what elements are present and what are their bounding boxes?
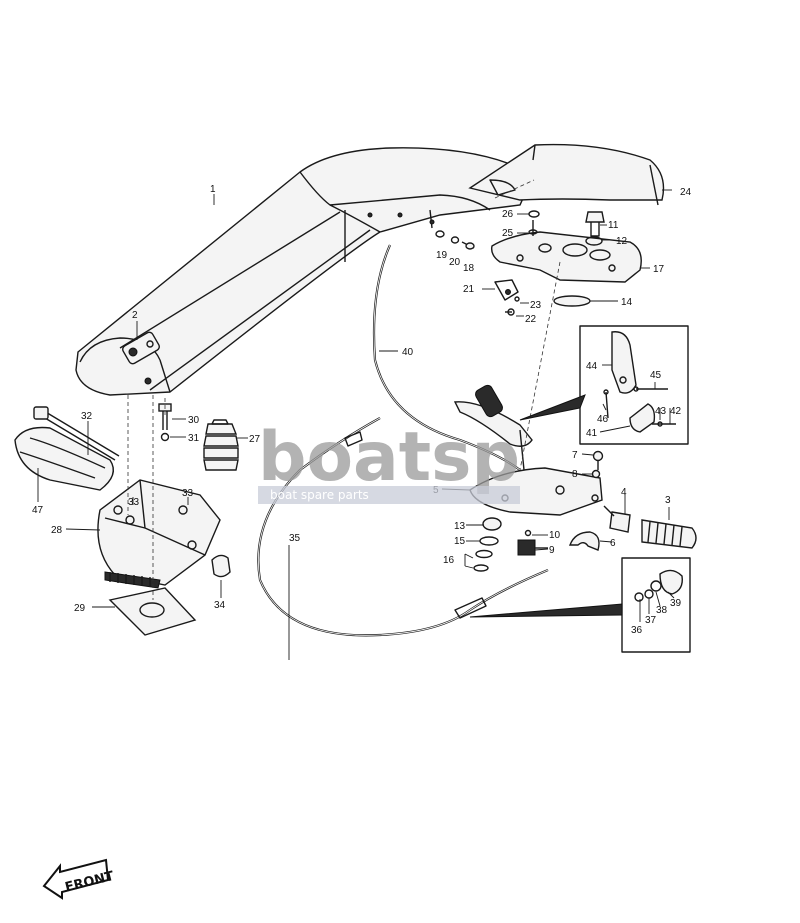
watermark: boatsp boat spare parts	[258, 418, 520, 504]
fasteners-13-15-16	[473, 517, 502, 572]
callout-40: 40	[402, 347, 414, 358]
callout-41: 41	[586, 428, 598, 439]
callout-24: 24	[680, 187, 692, 198]
callout-13: 13	[454, 521, 466, 532]
callout-1: 1	[210, 184, 216, 195]
washer-12	[585, 236, 603, 246]
callout-25: 25	[502, 228, 514, 239]
bellows-27	[203, 419, 239, 471]
watermark-tagline: boat spare parts	[270, 488, 369, 502]
callout-9: 9	[549, 545, 555, 556]
callout-30: 30	[188, 415, 200, 426]
pole-end-cover	[468, 143, 665, 206]
spacer-4	[603, 505, 631, 533]
callout-21: 21	[463, 284, 475, 295]
callout-44: 44	[586, 361, 598, 372]
collar-6	[568, 531, 600, 551]
callout-47: 47	[32, 505, 44, 516]
cable-35	[257, 417, 549, 637]
fasteners-9-10	[517, 529, 548, 556]
watermark-band	[258, 486, 520, 504]
front-badge: FRONT	[42, 858, 116, 900]
callout-19: 19	[436, 250, 448, 261]
grip-3	[641, 519, 697, 549]
callout-27: 27	[249, 434, 261, 445]
base-plate-29	[108, 587, 197, 636]
callout-38: 38	[656, 605, 668, 616]
screws-7-8	[591, 450, 604, 479]
callout-18: 18	[463, 263, 475, 274]
watermark-logo: boatsp	[258, 418, 520, 497]
callout-35: 35	[289, 533, 301, 544]
mounting-plate	[490, 231, 642, 283]
callout-20: 20	[449, 257, 461, 268]
bolt-30-washer-31	[158, 403, 172, 442]
callout-22: 22	[525, 314, 537, 325]
bolt-32	[33, 406, 120, 461]
callout-43: 43	[655, 406, 667, 417]
callout-15: 15	[454, 536, 466, 547]
handle-pole	[75, 147, 526, 396]
nut-34	[211, 554, 231, 578]
callout-45: 45	[650, 370, 662, 381]
front-arrow-icon	[42, 858, 110, 900]
callout-14: 14	[621, 297, 633, 308]
callout-32: 32	[81, 411, 93, 422]
alignment-line	[494, 179, 535, 199]
throttle-lever	[453, 384, 533, 481]
callout-31: 31	[188, 433, 200, 444]
callout-29: 29	[74, 603, 86, 614]
callout-16: 16	[443, 555, 455, 566]
callout-4: 4	[621, 487, 627, 498]
steering-post-28	[97, 479, 221, 589]
callout-3: 3	[665, 495, 671, 506]
alignment-line	[519, 261, 561, 471]
detail-box-fittings	[469, 557, 691, 653]
callout-8: 8	[572, 469, 578, 480]
callout-33b: 33	[182, 488, 194, 499]
callout-26: 26	[502, 209, 514, 220]
callout-6: 6	[610, 538, 616, 549]
callout-17: 17	[653, 264, 665, 275]
callout-12: 12	[616, 236, 628, 247]
callout-36: 36	[631, 625, 643, 636]
detail-box-lever	[519, 325, 689, 445]
clamp-21	[494, 279, 520, 316]
callout-46: 46	[597, 414, 609, 425]
callout-10: 10	[549, 530, 561, 541]
callout-2: 2	[132, 310, 138, 321]
washer-14	[553, 295, 591, 307]
callout-23: 23	[530, 300, 542, 311]
cap-plug	[585, 211, 605, 237]
cable-40	[372, 244, 521, 471]
callout-11: 11	[608, 220, 619, 231]
callout-33a: 33	[128, 497, 140, 508]
callout-34: 34	[214, 600, 226, 611]
callout-labels: 1 2 3 4 5 6 7 8 9 10 11 12 13 14 15 16 1…	[32, 184, 692, 636]
guard-47	[14, 426, 114, 491]
callout-39: 39	[670, 598, 682, 609]
leader-lines	[37, 189, 675, 660]
callout-42: 42	[670, 406, 682, 417]
callout-28: 28	[51, 525, 63, 536]
callout-37: 37	[645, 615, 657, 626]
callout-7: 7	[572, 450, 578, 461]
screws-18-19-20	[435, 230, 475, 250]
